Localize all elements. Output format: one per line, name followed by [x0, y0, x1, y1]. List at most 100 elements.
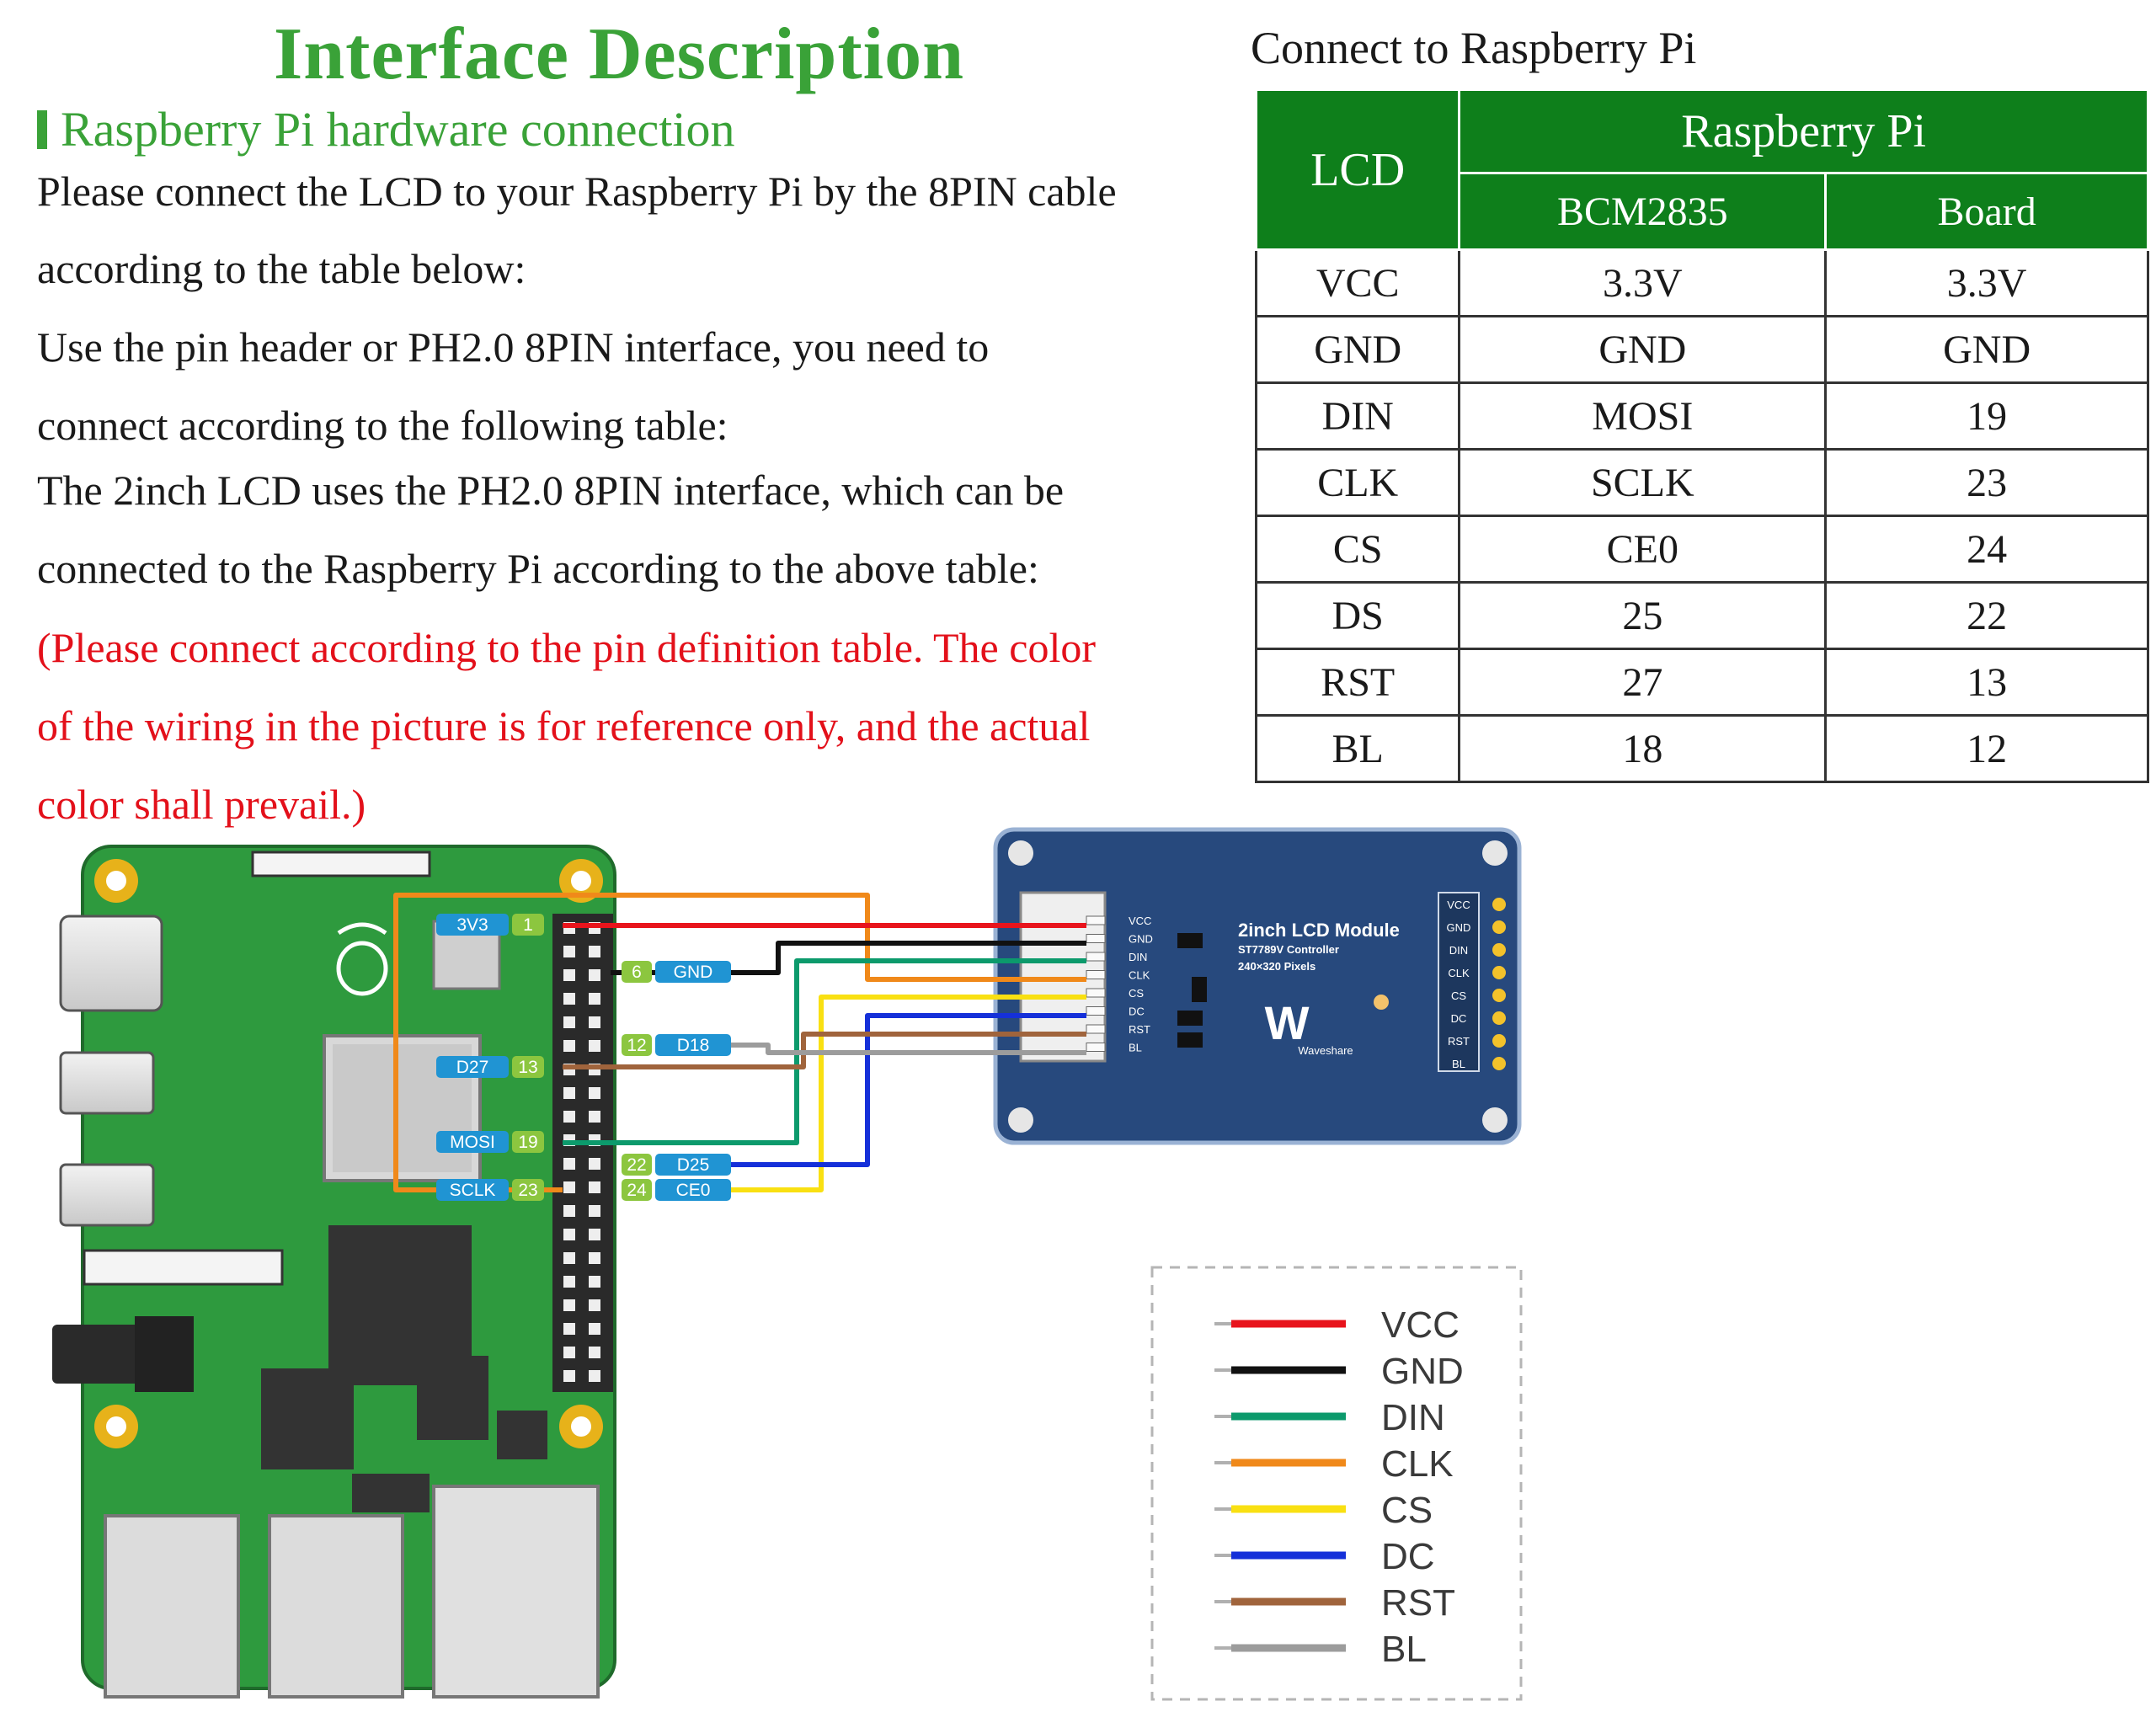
gpio-pin [589, 1252, 600, 1264]
raspberry-pi-board [52, 845, 616, 1699]
legend-label: DC [1381, 1536, 1435, 1577]
module-connector-pin [1086, 952, 1106, 962]
pin-12-text: 12 [627, 1036, 646, 1055]
module-connector-pin [1086, 915, 1106, 925]
module-right-pad [1492, 989, 1506, 1002]
gpio-pin [563, 1370, 575, 1382]
label-d18-text: D18 [677, 1036, 710, 1055]
module-right-pad [1492, 1011, 1506, 1025]
page-title: Interface Description [273, 13, 965, 95]
label-mosi-text: MOSI [450, 1133, 495, 1152]
module-connector-pin [1086, 970, 1106, 979]
cell-bcm: GND [1458, 315, 1828, 384]
label-3v3-text: 3V3 [456, 915, 488, 935]
lcd-module: 2inch LCD Module ST7789V Controller 240×… [993, 827, 1522, 1145]
label-d25-text: D25 [677, 1155, 710, 1175]
cell-bcm: 27 [1458, 648, 1828, 717]
col-header-raspberry-pi: Raspberry Pi [1458, 88, 2149, 174]
gpio-pin [589, 1040, 600, 1052]
clk-wire [393, 893, 1086, 1192]
pin-24-tag [622, 1179, 652, 1201]
cell-board: 24 [1824, 515, 2149, 584]
gpio-pin [589, 946, 600, 957]
body-text-line: connect according to the following table… [37, 402, 728, 449]
col-header-bcm: BCM2835 [1458, 172, 1828, 251]
gpio-pin [589, 1323, 600, 1335]
module-right-pin-label: DIN [1449, 944, 1468, 957]
label-gnd-text: GND [674, 963, 713, 982]
gpio-pin [589, 1205, 600, 1217]
waveshare-logo: W [1265, 996, 1310, 1049]
label-d27-text: D27 [456, 1058, 489, 1077]
cell-bcm: CE0 [1458, 515, 1828, 584]
cell-bcm: 3.3V [1458, 248, 1828, 317]
cell-lcd: DS [1254, 581, 1461, 650]
cell-board: 13 [1824, 648, 2149, 717]
label-sclk-text: SCLK [450, 1181, 496, 1200]
gpio-pin [589, 969, 600, 981]
body-text-line: Use the pin header or PH2.0 8PIN interfa… [37, 323, 990, 371]
pin-1-tag [512, 914, 544, 936]
module-left-pin-label: BL [1129, 1042, 1142, 1054]
note-line: color shall prevail.) [37, 781, 366, 828]
gpio-pin [563, 946, 575, 957]
gpio-pin [563, 1040, 575, 1052]
body-text-line: according to the table below: [37, 245, 526, 292]
table-caption: Connect to Raspberry Pi [1251, 23, 1697, 73]
pin-6-text: 6 [632, 963, 642, 982]
module-pin-labels: VCCGNDDINCLKCSDCRSTBLVCCGNDDINCLKCSDCRST… [1086, 898, 1506, 1070]
gpio-pin [589, 1111, 600, 1123]
legend-label: CS [1381, 1490, 1433, 1531]
pin-1-text: 1 [523, 915, 533, 935]
cell-board: 12 [1824, 714, 2149, 783]
cell-bcm: 18 [1458, 714, 1828, 783]
gpio-pin [563, 1158, 575, 1170]
module-left-pin-label: GND [1129, 933, 1153, 946]
gpio-pin [563, 1347, 575, 1358]
cell-bcm: MOSI [1458, 381, 1828, 451]
gpio-pin [563, 1016, 575, 1028]
gpio-pin [563, 1111, 575, 1123]
gpio-pin [589, 1181, 600, 1193]
gpio-pin [589, 1370, 600, 1382]
section-heading-text: Raspberry Pi hardware connection [61, 102, 735, 157]
gpio-pin [563, 969, 575, 981]
gpio-pin [563, 1205, 575, 1217]
module-left-pin-label: DIN [1129, 951, 1147, 963]
module-connector-pin [1086, 988, 1106, 998]
section-heading: Raspberry Pi hardware connection [37, 101, 734, 157]
label-d25-tag [655, 1154, 731, 1176]
module-right-pin-label: GND [1447, 921, 1471, 934]
module-left-pin-label: CLK [1129, 969, 1150, 982]
cell-board: GND [1824, 315, 2149, 384]
body-text-line: The 2inch LCD uses the PH2.0 8PIN interf… [37, 467, 1065, 514]
legend-label: VCC [1381, 1304, 1460, 1346]
cell-lcd: RST [1254, 648, 1461, 717]
module-connector-pin [1086, 1006, 1106, 1016]
module-right-pad [1492, 898, 1506, 911]
module-right-pin-label: RST [1448, 1035, 1470, 1048]
cell-lcd: CLK [1254, 448, 1461, 517]
cell-lcd: DIN [1254, 381, 1461, 451]
note-line: (Please connect according to the pin def… [37, 624, 1096, 671]
pin-23-tag [512, 1179, 544, 1201]
gpio-pin [563, 1229, 575, 1240]
module-right-pad [1492, 966, 1506, 979]
cell-lcd: GND [1254, 315, 1461, 384]
module-left-pin-label: CS [1129, 987, 1144, 1000]
pin-23-text: 23 [518, 1181, 537, 1200]
cell-board: 23 [1824, 448, 2149, 517]
gpio-pin [563, 1323, 575, 1335]
gpio-pin [563, 1299, 575, 1311]
module-right-pin-label: CS [1451, 989, 1466, 1002]
gpio-pin [563, 1181, 575, 1193]
module-connector-pin [1086, 1043, 1106, 1052]
module-left-pin-label: DC [1129, 1005, 1145, 1018]
pin-13-tag [512, 1056, 544, 1078]
label-ce0-tag [655, 1179, 731, 1201]
